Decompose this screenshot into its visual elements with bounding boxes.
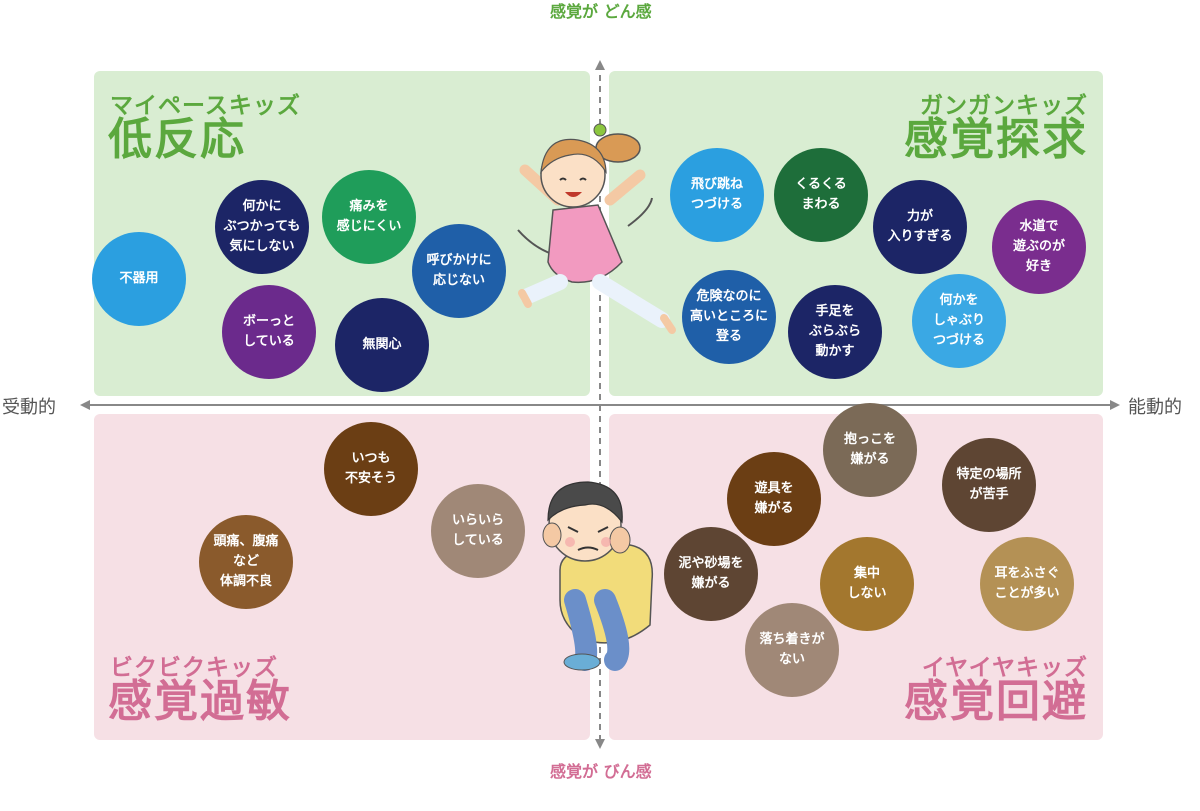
- behavior-circle: 不器用: [92, 232, 186, 326]
- behavior-circle: 頭痛、腹痛 など 体調不良: [199, 515, 293, 609]
- behavior-circle: 集中 しない: [820, 537, 914, 631]
- axis-arrow-left: [80, 400, 90, 410]
- quadrant-subtitle-tl: マイペースキッズ: [110, 93, 301, 119]
- behavior-circle: いらいら している: [431, 484, 525, 578]
- quadrant-title-br: 感覚回避: [904, 676, 1088, 727]
- behavior-circle: 何かを しゃぶり つづける: [912, 274, 1006, 368]
- behavior-circle: 呼びかけに 応じない: [412, 224, 506, 318]
- behavior-circle: 何かに ぶつかっても 気にしない: [215, 180, 309, 274]
- behavior-circle: 抱っこを 嫌がる: [823, 403, 917, 497]
- behavior-circle: 手足を ぶらぶら 動かす: [788, 285, 882, 379]
- behavior-circle: 遊具を 嫌がる: [727, 452, 821, 546]
- quadrant-subtitle-br: イヤイヤキッズ: [921, 655, 1088, 681]
- axis-arrow-up: [595, 60, 605, 70]
- quadrant-subtitle-tr: ガンガンキッズ: [920, 93, 1088, 119]
- behavior-circle: くるくる まわる: [774, 148, 868, 242]
- quadrant-title-bl: 感覚過敏: [108, 676, 292, 727]
- axis-label-top: 感覚が どん感: [550, 2, 652, 21]
- behavior-circle: 特定の場所 が苦手: [942, 438, 1036, 532]
- behavior-circle: 危険なのに 高いところに 登る: [682, 270, 776, 364]
- behavior-circle: 耳をふさぐ ことが多い: [980, 537, 1074, 631]
- behavior-circle: 泥や砂場を 嫌がる: [664, 527, 758, 621]
- axis-label-right: 能動的: [1128, 397, 1182, 418]
- quadrant-title-tl: 低反応: [108, 114, 246, 165]
- behavior-circle: ボーっと している: [222, 285, 316, 379]
- behavior-circle: 落ち着きが ない: [745, 603, 839, 697]
- quadrant-subtitle-bl: ビクビクキッズ: [110, 655, 278, 681]
- axis-arrow-down: [595, 739, 605, 749]
- behavior-circle: 飛び跳ね つづける: [670, 148, 764, 242]
- behavior-circle: いつも 不安そう: [324, 422, 418, 516]
- behavior-circle: 水道で 遊ぶのが 好き: [992, 200, 1086, 294]
- axis-label-bottom: 感覚が びん感: [550, 762, 652, 781]
- behavior-circle: 力が 入りすぎる: [873, 180, 967, 274]
- quadrant-title-tr: 感覚探求: [904, 114, 1088, 165]
- axis-arrow-right: [1110, 400, 1120, 410]
- axis-label-left: 受動的: [2, 397, 56, 418]
- behavior-circle: 痛みを 感じにくい: [322, 170, 416, 264]
- behavior-circle: 無関心: [335, 298, 429, 392]
